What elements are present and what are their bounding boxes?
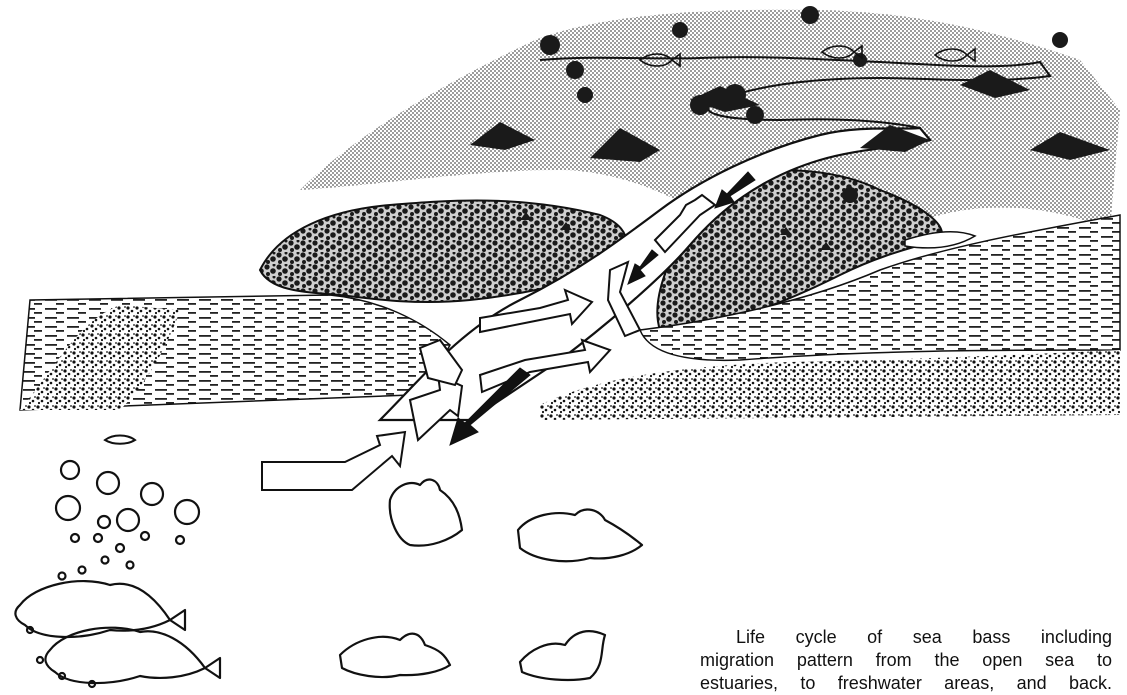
egg-icon: [98, 516, 110, 528]
caption-line-3: estuaries, to freshwater areas, and back…: [700, 672, 1112, 695]
juvenile-fish-icon: [340, 634, 450, 677]
caption-line-1: Life cycle of sea bass including: [700, 626, 1112, 649]
juvenile-fish-icon: [520, 631, 605, 680]
egg-icon: [61, 461, 79, 479]
egg-icon: [117, 509, 139, 531]
diagram-caption: Life cycle of sea bass including migrati…: [700, 626, 1112, 695]
larva-icon: [105, 436, 135, 444]
juvenile-fish-icon: [518, 510, 642, 562]
caption-line-2: migration pattern from the open sea to: [700, 649, 1112, 672]
egg-icon: [97, 472, 119, 494]
egg-icon: [141, 483, 163, 505]
juvenile-fish-icon: [390, 480, 462, 546]
egg-cluster: [27, 461, 199, 687]
upstream-arrow-icon: [262, 432, 405, 490]
right-shore: [540, 350, 1120, 420]
fish-group: [15, 480, 642, 684]
egg-icon: [175, 500, 199, 524]
egg-icon: [56, 496, 80, 520]
